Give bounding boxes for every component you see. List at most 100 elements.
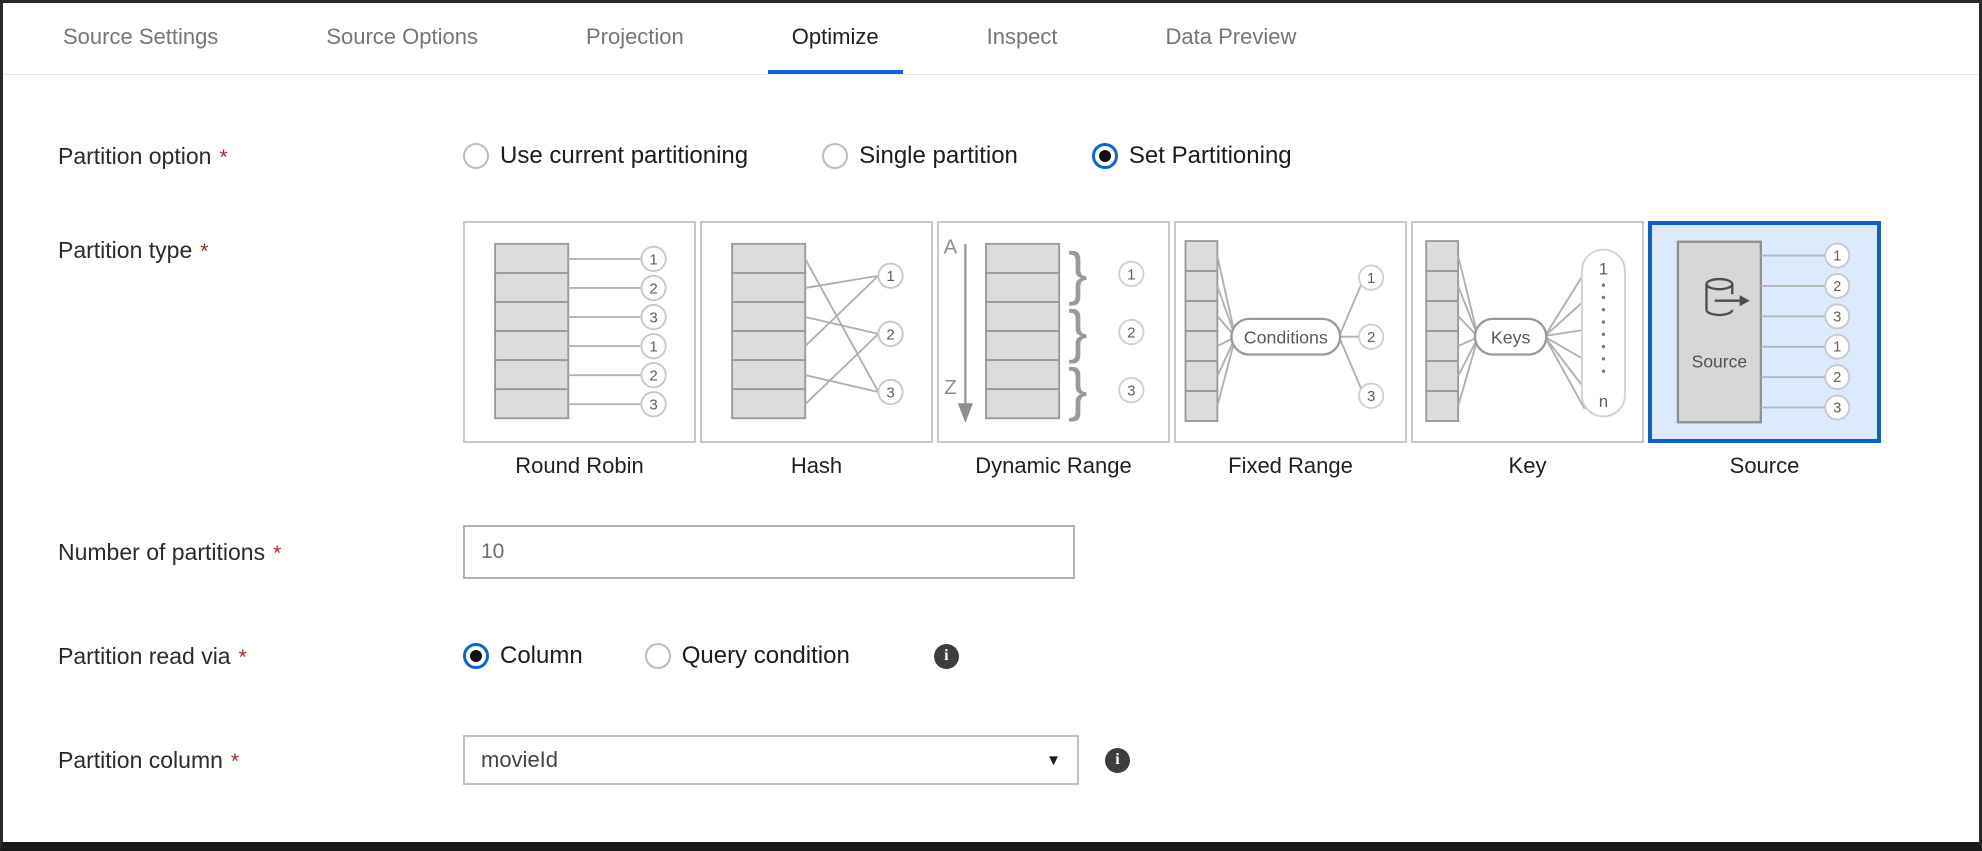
fixed-range-diagram: Conditions 1 2 3 bbox=[1184, 240, 1385, 422]
info-icon[interactable]: i bbox=[933, 643, 959, 669]
svg-text:2: 2 bbox=[1833, 279, 1841, 295]
radio-circle-icon bbox=[822, 143, 849, 169]
svg-text:}: } bbox=[1068, 241, 1087, 306]
svg-text:2: 2 bbox=[1833, 370, 1841, 386]
svg-text:2: 2 bbox=[1367, 329, 1375, 346]
radio-label: Single partition bbox=[859, 142, 1018, 169]
field-label-text: Partition option bbox=[58, 142, 212, 169]
partition-read-via-row: Partition read via * Column Query conditi… bbox=[58, 627, 1979, 685]
required-asterisk: * bbox=[230, 749, 240, 773]
tile-fixed-range[interactable]: Conditions 1 2 3 bbox=[1174, 221, 1407, 443]
svg-text:3: 3 bbox=[1367, 388, 1375, 405]
info-icon[interactable]: i bbox=[1105, 747, 1130, 773]
svg-text:1: 1 bbox=[1833, 248, 1841, 264]
required-asterisk: * bbox=[238, 645, 247, 669]
partition-option-row: Partition option * Use current partitioni… bbox=[58, 125, 1979, 187]
number-of-partitions-row: Number of partitions * bbox=[58, 525, 1979, 579]
svg-text:Keys: Keys bbox=[1491, 328, 1531, 348]
field-label-text: Number of partitions bbox=[58, 538, 266, 565]
required-asterisk: * bbox=[200, 240, 209, 263]
radio-label: Set Partitioning bbox=[1128, 142, 1292, 169]
svg-text:1: 1 bbox=[1599, 260, 1608, 279]
svg-text:n: n bbox=[1599, 392, 1608, 411]
svg-text:2: 2 bbox=[886, 326, 894, 343]
svg-text:1: 1 bbox=[649, 251, 657, 268]
number-of-partitions-label: Number of partitions * bbox=[58, 539, 463, 566]
svg-text:Conditions: Conditions bbox=[1244, 328, 1328, 348]
partition-column-row: Partition column * movieId ▼ i bbox=[58, 735, 1979, 785]
dynamic-range-diagram: A Z } } } bbox=[944, 235, 1145, 423]
tile-round-robin[interactable]: 1 2 3 1 2 3 bbox=[463, 221, 696, 443]
svg-text:1: 1 bbox=[886, 268, 894, 285]
tile-hash[interactable]: 1 2 3 bbox=[700, 221, 933, 443]
tab-data-preview[interactable]: Data Preview bbox=[1165, 23, 1297, 49]
chevron-down-icon: ▼ bbox=[1046, 751, 1061, 769]
radio-query-condition[interactable]: Query condition bbox=[644, 642, 850, 670]
tile-label-dynamic-range: Dynamic Range bbox=[975, 453, 1132, 478]
tile-label-key: Key bbox=[1508, 453, 1547, 478]
tile-key[interactable]: Keys 1 n bbox=[1411, 221, 1644, 443]
tile-label-source: Source bbox=[1729, 453, 1800, 478]
database-export-icon bbox=[1705, 277, 1750, 317]
field-label-text: Partition type bbox=[58, 237, 193, 263]
tile-label-hash: Hash bbox=[790, 453, 843, 478]
svg-text:3: 3 bbox=[1833, 309, 1841, 325]
svg-text:Source: Source bbox=[1692, 351, 1747, 371]
svg-text:3: 3 bbox=[1833, 400, 1841, 416]
svg-text:2: 2 bbox=[649, 368, 657, 385]
number-of-partitions-input[interactable] bbox=[463, 525, 1075, 579]
radio-set-partitioning[interactable]: Set Partitioning bbox=[1091, 142, 1292, 170]
optimize-form: Partition option * Use current partitioni… bbox=[3, 125, 1979, 785]
partition-type-tiles: 1 2 3 1 2 3 bbox=[463, 221, 1881, 443]
round-robin-diagram: 1 2 3 1 2 3 bbox=[494, 242, 667, 420]
radio-label: Query condition bbox=[681, 642, 850, 669]
tab-optimize[interactable]: Optimize bbox=[767, 3, 903, 74]
partition-column-value: movieId bbox=[481, 747, 559, 772]
svg-text:A: A bbox=[944, 235, 958, 258]
svg-text:1: 1 bbox=[649, 339, 657, 356]
svg-text:Z: Z bbox=[944, 376, 957, 399]
hash-diagram: 1 2 3 bbox=[731, 242, 904, 420]
tab-projection[interactable]: Projection bbox=[585, 23, 684, 49]
tab-inspect[interactable]: Inspect bbox=[986, 23, 1058, 49]
radio-label: Column bbox=[500, 642, 583, 669]
field-label-text: Partition read via bbox=[58, 642, 231, 669]
field-label-text: Partition column bbox=[58, 746, 223, 773]
svg-text:2: 2 bbox=[1127, 324, 1135, 341]
radio-column[interactable]: Column bbox=[463, 642, 583, 670]
svg-text:3: 3 bbox=[886, 384, 894, 401]
svg-text:3: 3 bbox=[1127, 383, 1135, 400]
tile-label-fixed-range: Fixed Range bbox=[1228, 453, 1353, 478]
partition-option-label: Partition option * bbox=[58, 143, 463, 170]
partition-column-label: Partition column * bbox=[58, 747, 463, 774]
tile-source[interactable]: Source 1 bbox=[1648, 221, 1881, 443]
source-diagram: Source 1 bbox=[1676, 240, 1851, 424]
svg-text:}: } bbox=[1068, 358, 1087, 423]
svg-text:}: } bbox=[1068, 300, 1087, 365]
required-asterisk: * bbox=[273, 541, 282, 565]
radio-circle-icon bbox=[463, 143, 489, 169]
radio-single-partition[interactable]: Single partition bbox=[822, 142, 1018, 170]
tile-label-round-robin: Round Robin bbox=[515, 453, 644, 478]
partition-type-picker: 1 2 3 1 2 3 bbox=[463, 221, 1881, 479]
svg-text:1: 1 bbox=[1367, 270, 1375, 287]
required-asterisk: * bbox=[219, 145, 228, 169]
tab-source-options[interactable]: Source Options bbox=[326, 23, 478, 49]
radio-circle-icon bbox=[463, 643, 489, 669]
tab-bar: Source Settings Source Options Projectio… bbox=[3, 3, 1979, 75]
radio-circle-icon bbox=[1091, 143, 1118, 169]
radio-circle-icon bbox=[644, 643, 671, 669]
partition-column-select[interactable]: movieId ▼ bbox=[463, 735, 1079, 785]
svg-text:3: 3 bbox=[649, 397, 657, 414]
radio-use-current-partitioning[interactable]: Use current partitioning bbox=[463, 142, 748, 170]
key-diagram: Keys 1 n bbox=[1425, 240, 1626, 422]
svg-text:3: 3 bbox=[649, 309, 657, 326]
partition-type-tile-labels: Round Robin Hash Dynamic Range Fixed Ran… bbox=[463, 453, 1881, 479]
svg-text:1: 1 bbox=[1127, 266, 1135, 283]
partition-type-row: Partition type * bbox=[58, 221, 1979, 479]
partition-read-via-label: Partition read via * bbox=[58, 643, 463, 670]
tile-dynamic-range[interactable]: A Z } } } bbox=[937, 221, 1170, 443]
partition-type-label: Partition type * bbox=[58, 221, 463, 264]
tab-source-settings[interactable]: Source Settings bbox=[63, 23, 219, 49]
